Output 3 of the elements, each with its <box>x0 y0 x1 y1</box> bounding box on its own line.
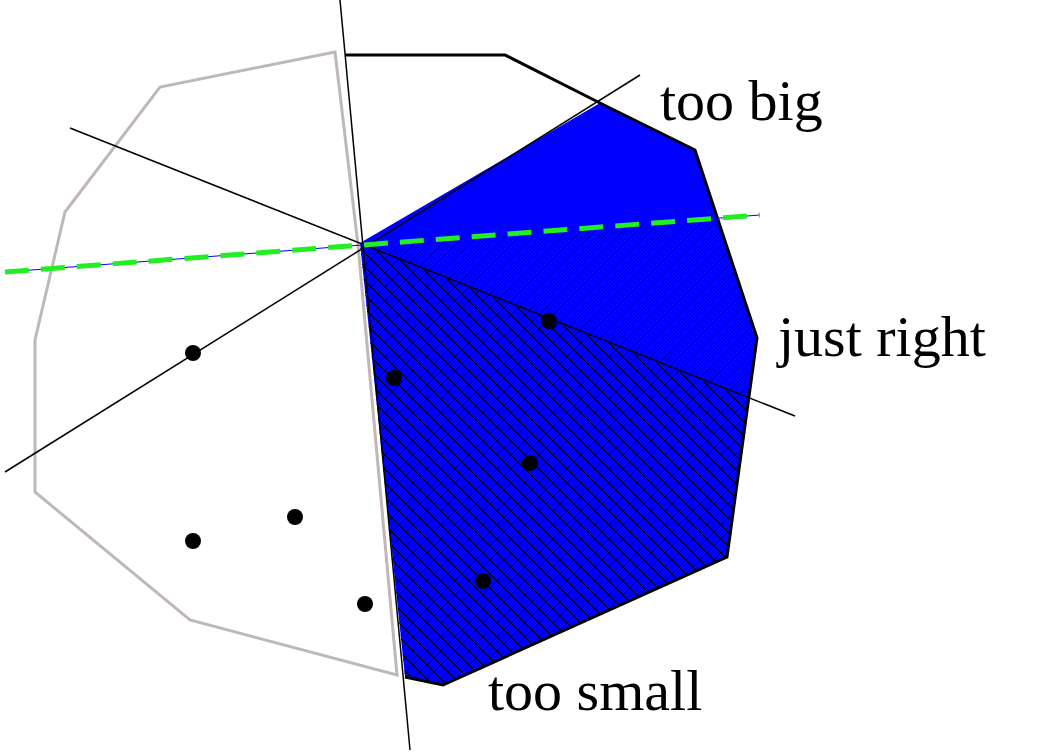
line-label: too big <box>660 72 823 130</box>
line-label: just right <box>778 308 986 366</box>
line-label: too small <box>488 662 703 720</box>
